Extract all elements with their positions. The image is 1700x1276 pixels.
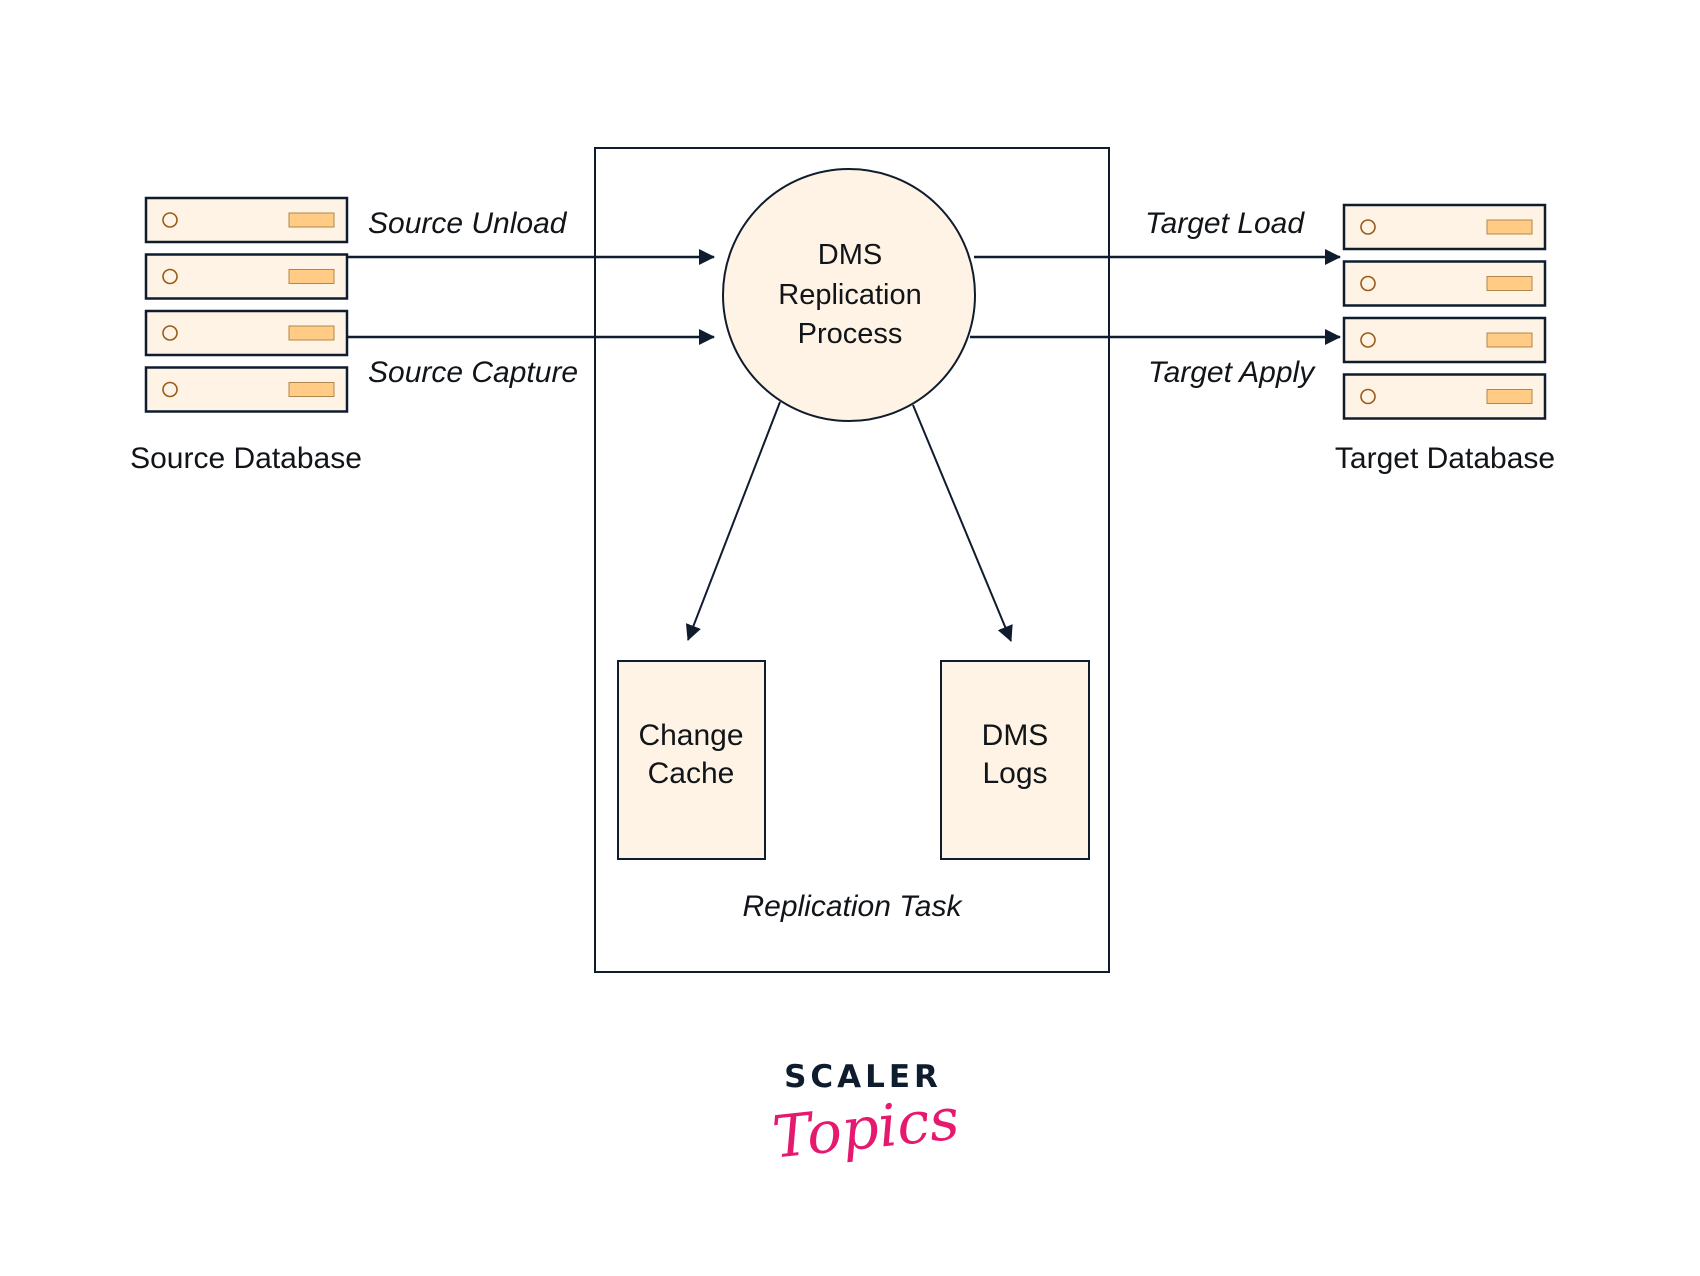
- target-server-2: [1342, 260, 1547, 307]
- target-database-label: Target Database: [1335, 442, 1555, 475]
- server-power-indicator-icon: [1360, 275, 1376, 292]
- target-apply-label: Target Apply: [1148, 356, 1316, 389]
- server-drive-bay-icon: [288, 382, 335, 397]
- server-power-indicator-icon: [162, 268, 178, 285]
- dms-logs-label-line-1: DMS: [982, 719, 1049, 752]
- replication-task-label: Replication Task: [742, 890, 963, 923]
- change-cache-node: [617, 660, 766, 860]
- logo-topics-text: Topics: [769, 1084, 962, 1171]
- source-server-1: [144, 196, 349, 244]
- server-power-indicator-icon: [162, 325, 178, 341]
- source-database: [144, 196, 349, 413]
- server-power-indicator-icon: [1360, 219, 1376, 235]
- server-drive-bay-icon: [288, 269, 335, 284]
- dms-replication-process-node: [722, 168, 976, 422]
- source-capture-label: Source Capture: [368, 356, 578, 389]
- server-drive-bay-icon: [288, 212, 335, 228]
- server-drive-bay-icon: [1486, 389, 1533, 404]
- dms-logs-label-line-2: Logs: [982, 757, 1047, 790]
- process-label-line-3: Process: [798, 318, 903, 350]
- server-drive-bay-icon: [288, 325, 335, 341]
- server-power-indicator-icon: [1360, 332, 1376, 348]
- target-load-label: Target Load: [1145, 207, 1305, 240]
- logo-scaler-text: SCALER: [784, 1059, 942, 1095]
- target-server-4: [1342, 373, 1547, 420]
- source-server-3: [144, 309, 349, 357]
- process-label-line-2: Replication: [778, 279, 921, 311]
- server-drive-bay-icon: [1486, 219, 1533, 235]
- process-to-change-cache-arrow: [685, 401, 781, 641]
- server-drive-bay-icon: [1486, 332, 1533, 348]
- server-power-indicator-icon: [1360, 388, 1376, 405]
- source-server-2: [144, 253, 349, 300]
- target-server-1: [1342, 203, 1547, 251]
- target-database: [1342, 203, 1547, 420]
- change-cache-label-line-2: Cache: [648, 757, 735, 790]
- source-unload-label: Source Unload: [368, 207, 568, 240]
- server-drive-bay-icon: [1486, 276, 1533, 291]
- source-database-label: Source Database: [130, 442, 362, 475]
- scaler-topics-logo: SCALER Topics: [769, 1059, 962, 1172]
- change-cache-label-line-1: Change: [638, 719, 743, 752]
- server-power-indicator-icon: [162, 381, 178, 398]
- target-server-3: [1342, 316, 1547, 364]
- server-power-indicator-icon: [162, 212, 178, 228]
- process-label-line-1: DMS: [818, 239, 882, 271]
- process-to-dms-logs-arrow: [912, 404, 1013, 642]
- source-server-4: [144, 366, 349, 413]
- dms-logs-node: [940, 660, 1090, 860]
